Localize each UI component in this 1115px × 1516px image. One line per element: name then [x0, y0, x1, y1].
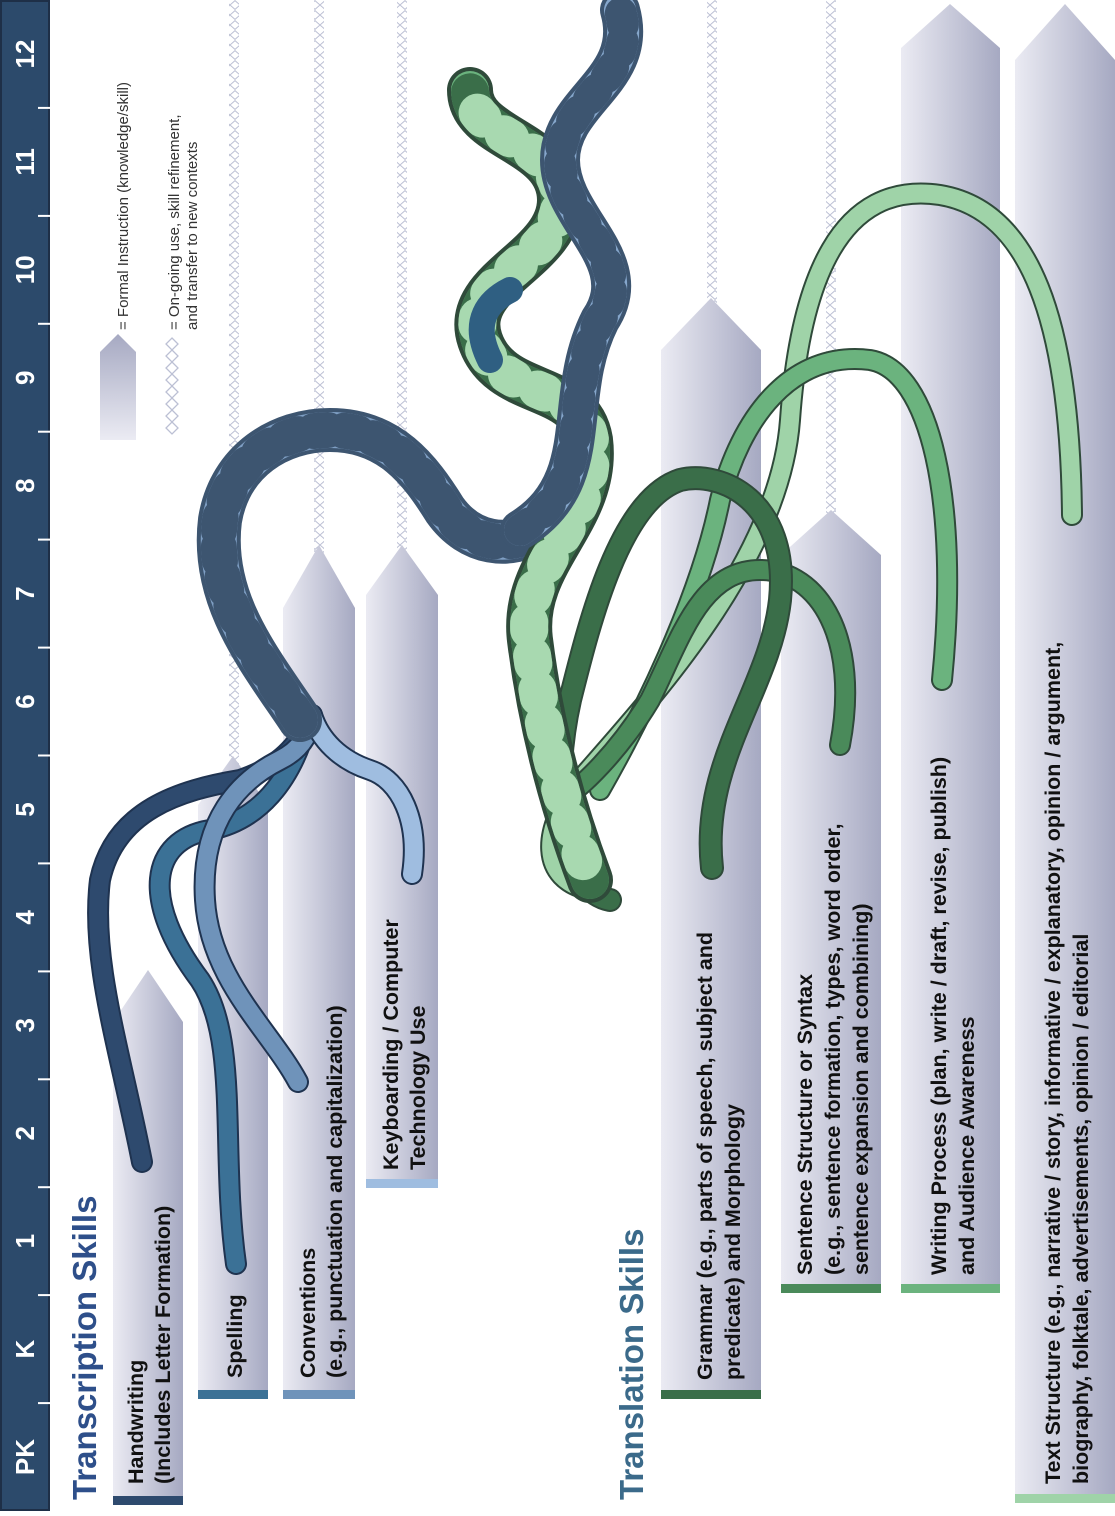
spelling-label: Spelling	[223, 1294, 247, 1378]
keyboarding-ongoing-strip	[397, 0, 407, 555]
legend-formal-swatch	[100, 334, 136, 440]
legend-ongoing-text-1: = On-going use, skill refinement,	[166, 114, 183, 330]
sentence-structure-label-2: (e.g., sentence formation, types, word o…	[821, 823, 845, 1275]
skill-labels: Handwriting (Includes Letter Formation) …	[124, 642, 1093, 1484]
grade-label-5: 5	[10, 802, 40, 816]
keyboarding-arrow	[366, 545, 438, 1185]
keyboarding-label-1: Keyboarding / Computer	[379, 919, 403, 1170]
grade-label-k: K	[10, 1339, 40, 1358]
conventions-color-bar	[283, 1390, 355, 1399]
grade-label-12: 12	[10, 40, 40, 69]
handwriting-label-1: Handwriting	[124, 1360, 148, 1484]
grammar-label-2: predicate) and Morphology	[721, 1104, 745, 1380]
legend: = Formal Instruction (knowledge/skill) =…	[100, 82, 201, 440]
grade-label-8: 8	[10, 478, 40, 492]
grade-label-2: 2	[10, 1126, 40, 1140]
sentence-structure-color-bar	[781, 1284, 881, 1293]
sentence-structure-arrow	[781, 510, 881, 1290]
grade-label-11: 11	[10, 148, 40, 176]
spelling-strand	[150, 721, 314, 1273]
grade-ticks	[38, 106, 50, 1405]
formal-arrows	[113, 4, 1115, 1500]
legend-ongoing-text-2: and transfer to new contexts	[184, 142, 201, 330]
conventions-label-1: Conventions	[296, 1248, 320, 1378]
spelling-ongoing-strip	[229, 0, 239, 770]
grade-label-pk: PK	[10, 1439, 40, 1475]
translation-skills-title: Translation Skills	[613, 1229, 650, 1500]
text-structure-label-1: Text Structure (e.g., narrative / story,…	[1041, 642, 1065, 1484]
legend-formal-text: = Formal Instruction (knowledge/skill)	[115, 82, 132, 330]
keyboarding-color-bar	[366, 1179, 438, 1188]
grade-label-7: 7	[10, 586, 40, 600]
skill-color-bars	[113, 1179, 1115, 1505]
grammar-label-1: Grammar (e.g., parts of speech, subject …	[693, 932, 717, 1380]
spelling-color-bar	[198, 1390, 268, 1399]
text-structure-label-2: biography, folktale, advertisements, opi…	[1069, 934, 1093, 1484]
keyboarding-strand	[303, 706, 423, 883]
keyboarding-label-2: Technology Use	[406, 1005, 430, 1170]
grade-label-3: 3	[10, 1018, 40, 1032]
sentence-structure-label-1: Sentence Structure or Syntax	[793, 974, 817, 1275]
grade-label-1: 1	[10, 1234, 40, 1248]
handwriting-label-2: (Includes Letter Formation)	[151, 1206, 175, 1484]
writing-process-color-bar	[901, 1284, 1000, 1293]
grade-label-6: 6	[10, 694, 40, 708]
text-structure-arrow	[1015, 4, 1115, 1500]
grammar-ongoing-strip	[707, 0, 717, 310]
writing-process-label-1: Writing Process (plan, write / draft, re…	[927, 757, 951, 1275]
handwriting-color-bar	[113, 1496, 183, 1505]
rope-blue-section	[196, 407, 562, 742]
grade-label-9: 9	[10, 371, 40, 385]
conventions-label-2: (e.g., punctuation and capitalization)	[323, 1005, 347, 1378]
transcription-skills-title: Transcription Skills	[66, 1196, 103, 1500]
sentence-structure-label-3: sentence expansion and combining)	[849, 903, 873, 1275]
legend-ongoing-swatch	[165, 337, 179, 435]
grammar-color-bar	[661, 1390, 761, 1399]
grade-label-4: 4	[10, 910, 40, 925]
conventions-strand	[195, 706, 321, 1091]
conventions-ongoing-strip	[314, 0, 324, 555]
grade-label-10: 10	[10, 255, 40, 284]
rope-helix-blue	[468, 0, 644, 550]
writing-process-label-2: and Audience Awareness	[955, 1016, 979, 1275]
sentence-structure-strand	[551, 560, 855, 809]
text-structure-color-bar	[1015, 1494, 1115, 1503]
transcription-strands	[87, 704, 425, 1275]
